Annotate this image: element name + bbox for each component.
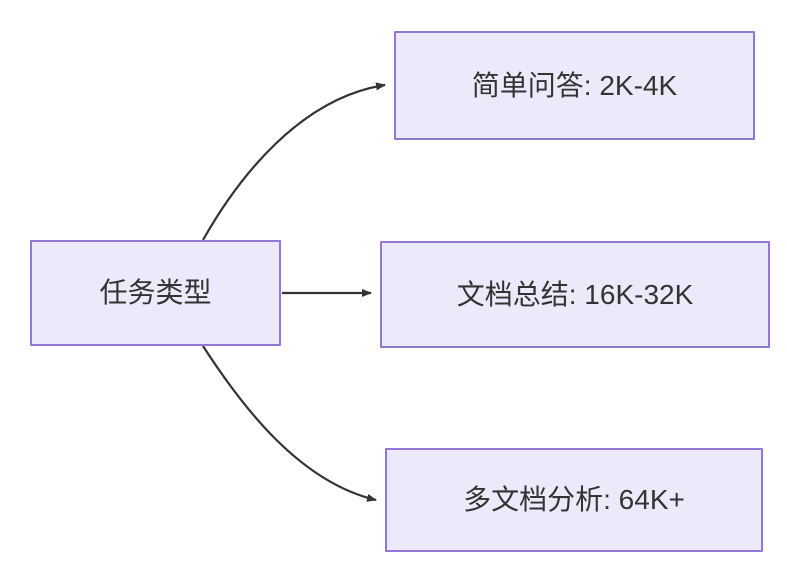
node-multi-doc-analysis[interactable]: 多文档分析: 64K+: [385, 448, 763, 552]
node-label: 多文档分析: 64K+: [463, 484, 685, 516]
node-task-type[interactable]: 任务类型: [30, 240, 281, 346]
node-label: 简单问答: 2K-4K: [471, 69, 678, 101]
node-label: 任务类型: [99, 277, 212, 309]
node-doc-summary[interactable]: 文档总结: 16K-32K: [380, 241, 770, 348]
node-label: 文档总结: 16K-32K: [456, 278, 694, 310]
node-simple-qa[interactable]: 简单问答: 2K-4K: [394, 31, 755, 140]
edge-to-simple-qa: [202, 82, 386, 241]
edge-to-multi-doc-analysis: [202, 345, 377, 502]
